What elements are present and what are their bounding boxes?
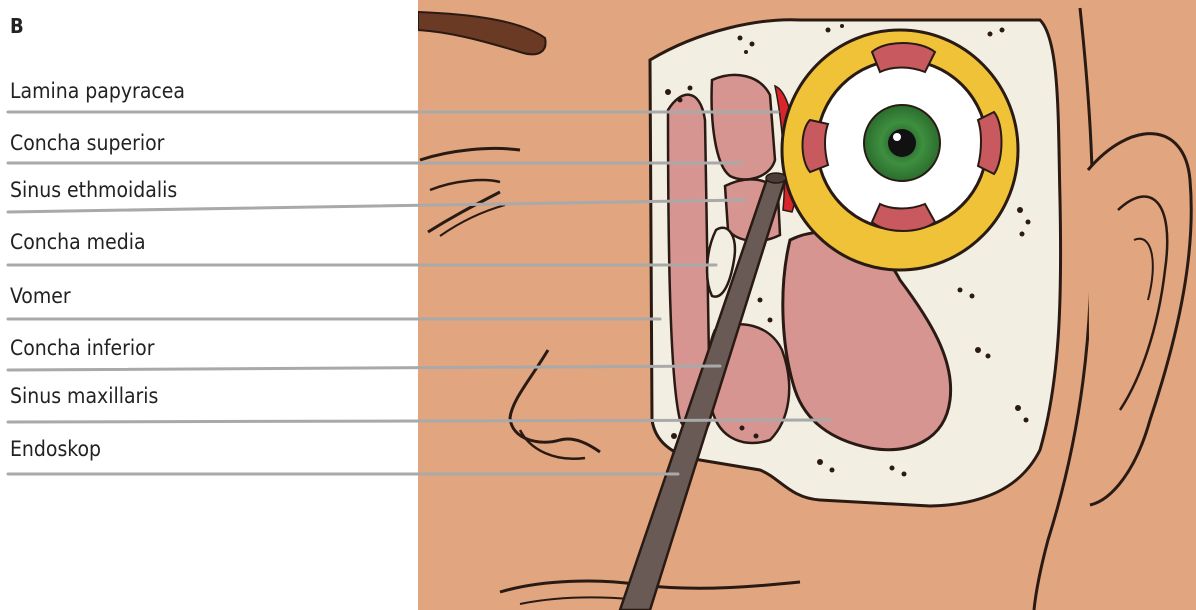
eye-muscle-bottom <box>872 204 935 231</box>
eye-muscle-right <box>978 112 1002 174</box>
eye-muscle-top <box>872 43 935 72</box>
leader-line-sinus-maxillaris <box>8 420 830 422</box>
eye-muscle-left <box>803 120 829 172</box>
pupil <box>888 129 916 157</box>
